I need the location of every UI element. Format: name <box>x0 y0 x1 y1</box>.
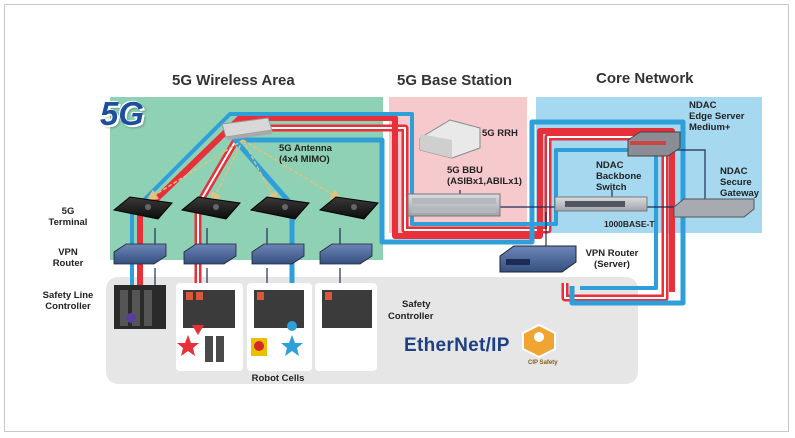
secure-gateway <box>673 198 755 218</box>
backbone-label-line1: NDAC <box>596 160 624 171</box>
vpn-row-label-line2: Router <box>52 258 84 269</box>
rrh-label: 5G RRH <box>482 128 518 139</box>
terminal-3 <box>249 196 310 220</box>
safety-line-label-line2: Controller <box>45 301 91 312</box>
terminal-2 <box>180 196 241 220</box>
terminals <box>112 196 379 220</box>
rrh <box>419 119 481 159</box>
blue-star <box>281 335 303 356</box>
edge-server-label-line2: Edge Server <box>689 111 745 122</box>
antenna-label-line1: 5G Antenna <box>279 143 332 154</box>
terminal-4 <box>318 196 379 220</box>
vpn-routers <box>113 243 373 265</box>
blue-link-2 <box>130 112 658 318</box>
cip-safety-text: CIP Safety <box>528 360 558 366</box>
core-network-title: Core Network <box>596 70 694 87</box>
safety-controller-label-line1: Safety <box>402 299 431 310</box>
safety-line-label-line1: Safety Line <box>42 290 94 301</box>
safety-controller-label-line2: Controller <box>388 311 434 322</box>
vpn-server-label-line2: (Server) <box>594 259 630 270</box>
antenna-label-line2: (4x4 MIMO) <box>279 154 330 165</box>
bbu-label-line2: (ASIBx1,ABILx1) <box>447 176 522 187</box>
vpn-router-server <box>499 245 577 273</box>
base-station-title: 5G Base Station <box>397 72 513 89</box>
edge-server-label-line1: NDAC <box>689 100 717 111</box>
switch-port-label: 1000BASE-T <box>604 219 655 229</box>
robot-cells-label: Robot Cells <box>251 373 305 384</box>
wireless-area-title: 5G Wireless Area <box>172 72 295 89</box>
gateway-label-line1: NDAC <box>720 166 748 177</box>
terminal-row-label-line2: Terminal <box>48 217 88 228</box>
ethernet-ip-logo: EtherNet/IP <box>404 335 510 356</box>
5g-logo: 5G <box>100 95 145 132</box>
bbu <box>407 193 501 217</box>
red-star <box>177 335 199 356</box>
figure-frame <box>4 4 789 432</box>
terminal-1 <box>112 196 173 220</box>
vpn-row-label-line1: VPN <box>58 247 78 258</box>
edge-server <box>627 131 681 157</box>
backbone-label-line3: Switch <box>596 182 627 193</box>
antenna <box>221 117 273 140</box>
cip-safety-badge <box>522 323 556 359</box>
terminal-row-label-line1: 5G <box>61 206 75 217</box>
backbone-switch <box>554 196 648 212</box>
backbone-label-line2: Backbone <box>596 171 642 182</box>
edge-server-label-line3: Medium+ <box>689 122 731 133</box>
bbu-label-line1: 5G BBU <box>447 165 483 176</box>
connection-lines <box>130 112 686 325</box>
vpn-server-label-line1: VPN Router <box>585 248 639 259</box>
gateway-label-line3: Gateway <box>720 188 760 199</box>
gateway-label-line2: Secure <box>720 177 752 188</box>
